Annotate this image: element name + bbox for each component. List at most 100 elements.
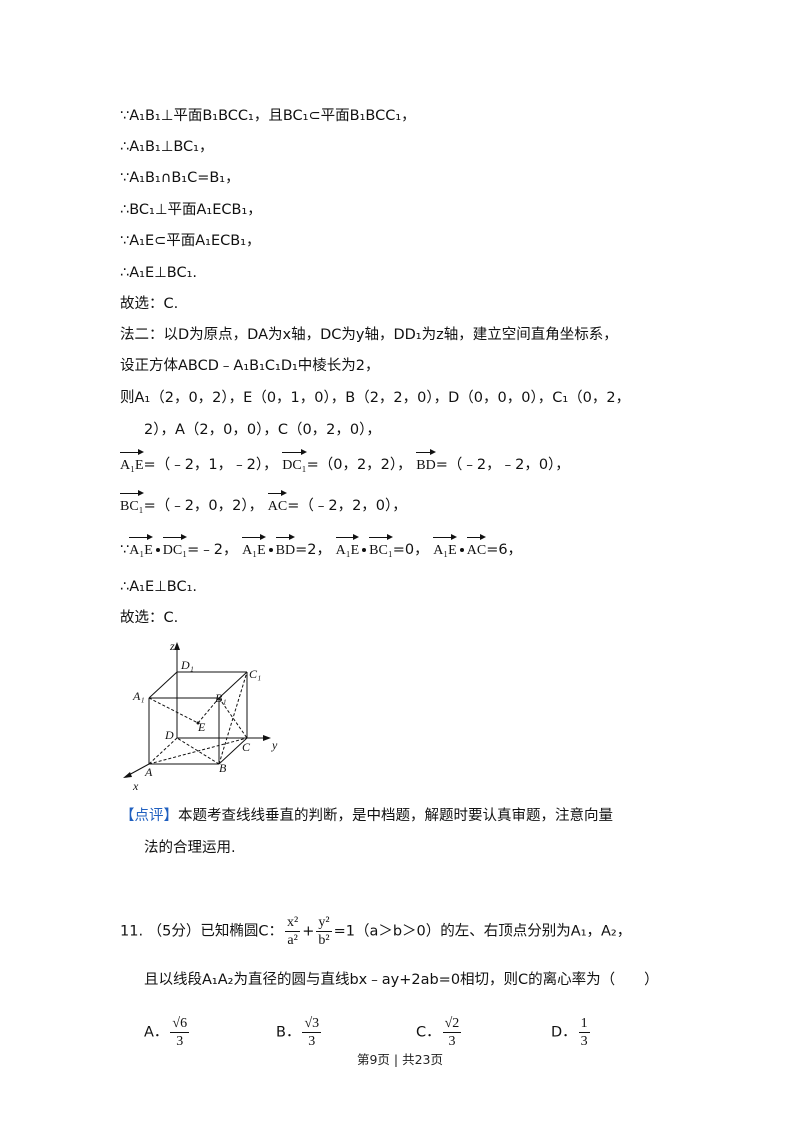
fraction-numerator: x² bbox=[285, 915, 301, 932]
label-A1: A₁ bbox=[132, 689, 145, 703]
fraction-denominator: 3 bbox=[308, 1034, 316, 1049]
diag-BD bbox=[176, 737, 220, 765]
fraction-denominator: 3 bbox=[448, 1034, 456, 1049]
label-A: A bbox=[144, 765, 153, 779]
method2-intro: 法二：以D为原点，DA为x轴，DC为y轴，DD₁为z轴，建立空间直角坐标系， bbox=[120, 327, 618, 343]
method2-conclusion: ∴A₁E⊥BC₁. bbox=[120, 579, 197, 595]
label-C1: C₁ bbox=[249, 667, 261, 681]
edge-BC bbox=[218, 737, 248, 765]
point-E bbox=[196, 721, 200, 725]
vector-line-2: BC₁=（﹣2，0，2）， AC=（﹣2，2，0）， bbox=[120, 490, 407, 517]
label-B1: B₁ bbox=[215, 691, 227, 705]
option-label: C． bbox=[416, 1024, 441, 1041]
fraction-denominator: 3 bbox=[580, 1034, 588, 1049]
vector-A1E-value: =（﹣2，1，﹣2）， bbox=[143, 457, 278, 473]
label-y: y bbox=[271, 738, 278, 752]
vector-BC1: BC₁ bbox=[120, 490, 144, 517]
dot3-left: A₁E bbox=[335, 534, 359, 561]
dot2-left: A₁E bbox=[242, 534, 266, 561]
proof-choice: 故选：C. bbox=[120, 296, 179, 312]
dot1-value: =﹣2， bbox=[187, 542, 238, 558]
question-score: （5分）已知椭圆C： bbox=[147, 923, 284, 940]
diag-BC1 bbox=[218, 671, 248, 765]
edge-A1D1 bbox=[148, 671, 178, 699]
x-axis-dashed bbox=[148, 737, 178, 765]
question-number: 11. bbox=[120, 923, 144, 940]
vector-DC1-value: =（0，2，2）， bbox=[306, 457, 412, 473]
diag-EB1 bbox=[197, 697, 220, 724]
label-z: z bbox=[169, 639, 175, 653]
vector-line-1: A₁E=（﹣2，1，﹣2）， DC₁=（0，2，2）， BD=（﹣2，﹣2，0）… bbox=[120, 449, 570, 476]
vector-AC: AC bbox=[267, 490, 288, 517]
diag-A1E bbox=[148, 697, 199, 724]
fraction-denominator: a² bbox=[287, 933, 298, 948]
dot3-right: BC₁ bbox=[369, 534, 393, 561]
proof-line-5: ∵A₁E⊂平面A₁ECB₁， bbox=[120, 233, 261, 249]
proof-line-6: ∴A₁E⊥BC₁. bbox=[120, 265, 197, 281]
option-label: D． bbox=[551, 1024, 577, 1041]
because-symbol: ∵ bbox=[120, 542, 130, 558]
proof-line-1: ∵A₁B₁⊥平面B₁BCC₁，且BC₁⊂平面B₁BCC₁， bbox=[120, 108, 416, 124]
label-B: B bbox=[219, 761, 227, 775]
label-C: C bbox=[242, 740, 251, 754]
vector-BC1-value: =（﹣2，0，2）， bbox=[143, 498, 264, 514]
question-11-line-2: 且以线段A₁A₂为直径的圆与直线bx﹣ay+2ab=0相切，则C的离心率为（ ） bbox=[144, 972, 659, 988]
cube-figure: z D₁ C₁ A₁ B₁ E D C y A B x bbox=[123, 639, 278, 793]
fraction-denominator: b² bbox=[318, 933, 330, 948]
dot4-left: A₁E bbox=[433, 534, 457, 561]
proof-line-4: ∴BC₁⊥平面A₁ECB₁， bbox=[120, 202, 262, 218]
comment-line-2: 法的合理运用. bbox=[144, 840, 236, 856]
fraction-numerator: √3 bbox=[302, 1016, 322, 1033]
comment-tag: 【点评】 bbox=[120, 808, 178, 824]
proof-line-3: ∵A₁B₁∩B₁C=B₁， bbox=[120, 170, 240, 186]
vector-BD: BD bbox=[416, 449, 437, 476]
method2-coords-2: 2），A（2，0，0），C（0，2，0）， bbox=[144, 422, 381, 438]
diag-B1C bbox=[218, 697, 248, 739]
diag-AC bbox=[148, 737, 248, 765]
dot-operator bbox=[362, 548, 367, 552]
plus-sign: + bbox=[302, 923, 315, 940]
dot2-right: BD bbox=[275, 534, 296, 561]
proof-line-2: ∴A₁B₁⊥BC₁， bbox=[120, 139, 214, 155]
x-axis-arrow bbox=[123, 772, 132, 778]
option-label: A． bbox=[144, 1024, 169, 1041]
dot-operator bbox=[268, 548, 273, 552]
comment-line-1: 【点评】本题考查线线垂直的判断，是中档题，解题时要认真审题，注意向量 bbox=[120, 806, 613, 826]
method2-coords-1: 则A₁（2，0，2），E（0，1，0），B（2，2，0），D（0，0，0），C₁… bbox=[120, 390, 631, 406]
y-axis-arrow bbox=[263, 735, 271, 741]
label-D1: D₁ bbox=[180, 658, 194, 672]
z-axis-arrow bbox=[174, 642, 180, 650]
fraction-numerator: y² bbox=[316, 915, 332, 932]
vector-A1E: A₁E bbox=[120, 449, 144, 476]
dot-operator bbox=[459, 548, 464, 552]
vector-BD-value: =（﹣2，﹣2，0）， bbox=[435, 457, 570, 473]
fraction-numerator: √2 bbox=[442, 1016, 462, 1033]
edge-B1C1 bbox=[218, 671, 248, 699]
dot1-left: A₁E bbox=[129, 534, 153, 561]
label-E: E bbox=[197, 720, 206, 734]
dot4-value: =6， bbox=[486, 542, 523, 558]
dot1-right: DC₁ bbox=[162, 534, 188, 561]
comment-text-1: 本题考查线线垂直的判断，是中档题，解题时要认真审题，注意向量 bbox=[178, 808, 613, 824]
fraction-numerator: 1 bbox=[578, 1016, 590, 1033]
vector-AC-value: =（﹣2，2，0）， bbox=[287, 498, 407, 514]
dot4-right: AC bbox=[466, 534, 487, 561]
page-footer: 第9页 | 共23页 bbox=[356, 1052, 444, 1067]
label-D: D bbox=[164, 728, 174, 742]
dot2-value: =2， bbox=[295, 542, 331, 558]
label-x: x bbox=[132, 779, 139, 793]
question-text-rest: =1（a＞b＞0）的左、右顶点分别为A₁，A₂， bbox=[333, 923, 632, 940]
fraction-denominator: 3 bbox=[176, 1034, 184, 1049]
